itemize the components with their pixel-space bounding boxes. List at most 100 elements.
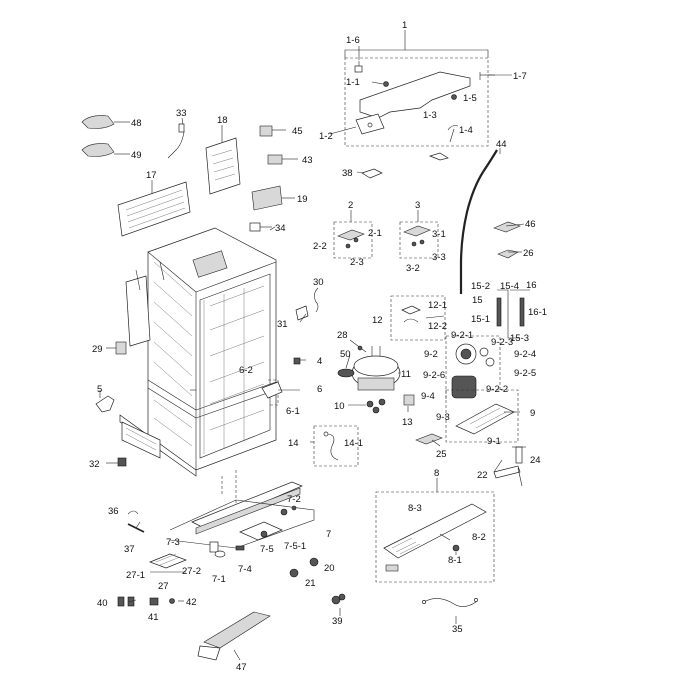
part-45-bracket — [259, 125, 286, 137]
label-7-1: 7-1 — [212, 574, 226, 585]
label-45: 45 — [292, 126, 303, 137]
label-3-2: 3-2 — [406, 263, 420, 274]
label-7: 7 — [326, 529, 331, 540]
label-2: 2 — [348, 200, 353, 211]
label-26: 26 — [523, 248, 534, 259]
part-35-wire — [422, 598, 478, 607]
label-1-3: 1-3 — [423, 110, 437, 121]
group-3 — [399, 210, 439, 259]
part-38-hanger — [356, 168, 383, 179]
label-30: 30 — [313, 277, 324, 288]
label-2-3: 2-3 — [350, 257, 364, 268]
label-1-4: 1-4 — [459, 125, 473, 136]
callout-leaders — [99, 46, 525, 661]
label-49: 49 — [131, 150, 142, 161]
label-6-1: 6-1 — [286, 406, 300, 417]
part-39-plug — [331, 593, 346, 605]
label-1-6: 1-6 — [346, 35, 360, 46]
label-18: 18 — [217, 115, 228, 126]
label-50: 50 — [340, 349, 351, 360]
group-6-bracket — [261, 379, 300, 406]
label-46: 46 — [525, 219, 536, 230]
label-13: 13 — [402, 417, 413, 428]
label-1-2: 1-2 — [319, 131, 333, 142]
part-22-tube — [493, 465, 523, 487]
label-12-2: 12-2 — [428, 321, 447, 332]
label-22: 22 — [477, 470, 488, 481]
label-43: 43 — [302, 155, 313, 166]
label-28: 28 — [337, 330, 348, 341]
label-15: 15 — [472, 295, 483, 306]
part-21-plug — [289, 568, 299, 578]
label-24: 24 — [530, 455, 541, 466]
label-7-5-1: 7-5-1 — [284, 541, 306, 552]
label-29: 29 — [92, 344, 103, 355]
part-34-clip — [249, 222, 272, 232]
part-30-wire — [314, 287, 319, 313]
label-12-1: 12-1 — [428, 300, 447, 311]
group-12 — [390, 295, 446, 341]
label-9-2-1: 9-2-1 — [451, 330, 473, 341]
label-3: 3 — [415, 200, 420, 211]
label-9-2-6: 9-2-6 — [423, 370, 445, 381]
label-21: 21 — [305, 578, 316, 589]
label-6: 6 — [317, 384, 322, 395]
label-37: 37 — [124, 544, 135, 555]
label-4: 4 — [317, 356, 322, 367]
label-1-1: 1-1 — [346, 77, 360, 88]
label-15-2: 15-2 — [471, 281, 490, 292]
part-13-block — [403, 394, 415, 406]
label-41: 41 — [148, 612, 159, 623]
label-42: 42 — [186, 597, 197, 608]
label-19: 19 — [297, 194, 308, 205]
label-36: 36 — [108, 506, 119, 517]
label-2-1: 2-1 — [368, 228, 382, 239]
callout-labels: 1 1-6 1-1 1-7 1-5 1-3 1-4 1-2 48 33 18 4… — [89, 20, 547, 673]
part-10-feet — [366, 398, 386, 414]
label-9-2-5: 9-2-5 — [514, 368, 536, 379]
parts-40-41-42-clips — [117, 596, 175, 607]
part-32-clip — [117, 457, 127, 467]
part-20-plug — [309, 557, 319, 567]
label-16: 16 — [526, 280, 537, 291]
label-15-4: 15-4 — [500, 281, 519, 292]
part-31-bracket — [295, 305, 309, 323]
label-9-1: 9-1 — [487, 436, 501, 447]
label-9-2: 9-2 — [424, 349, 438, 360]
group-1-bracket-assembly — [344, 30, 495, 147]
label-11: 11 — [401, 369, 411, 380]
part-43-bracket — [267, 154, 298, 165]
group-15-16 — [496, 289, 530, 339]
label-7-3: 7-3 — [166, 537, 180, 548]
label-15-1: 15-1 — [471, 314, 490, 325]
label-47: 47 — [236, 662, 247, 673]
label-7-2: 7-2 — [287, 494, 301, 505]
label-15-3: 15-3 — [510, 333, 529, 344]
label-5: 5 — [97, 384, 102, 395]
label-14: 14 — [288, 438, 299, 449]
label-25: 25 — [436, 449, 447, 460]
label-32: 32 — [89, 459, 100, 470]
label-1: 1 — [402, 20, 407, 31]
group-8-base-plate — [375, 478, 495, 583]
label-7-5: 7-5 — [260, 544, 274, 555]
label-35: 35 — [452, 624, 463, 635]
label-16-1: 16-1 — [528, 307, 547, 318]
label-3-1: 3-1 — [432, 229, 446, 240]
part-46-bracket — [493, 221, 521, 233]
part-47-tray — [197, 611, 271, 661]
label-6-2: 6-2 — [239, 365, 253, 376]
part-4-clip — [293, 357, 301, 365]
group-2 — [333, 210, 373, 259]
label-27: 27 — [158, 581, 169, 592]
label-1-5: 1-5 — [463, 93, 477, 104]
label-17: 17 — [146, 170, 157, 181]
label-8: 8 — [434, 468, 439, 479]
label-10: 10 — [334, 401, 345, 412]
label-9-2-4: 9-2-4 — [514, 349, 536, 360]
part-18-panel — [205, 125, 241, 195]
part-29-bracket — [106, 341, 127, 355]
label-33: 33 — [176, 108, 187, 119]
label-8-2: 8-2 — [472, 532, 486, 543]
label-44: 44 — [496, 139, 507, 150]
